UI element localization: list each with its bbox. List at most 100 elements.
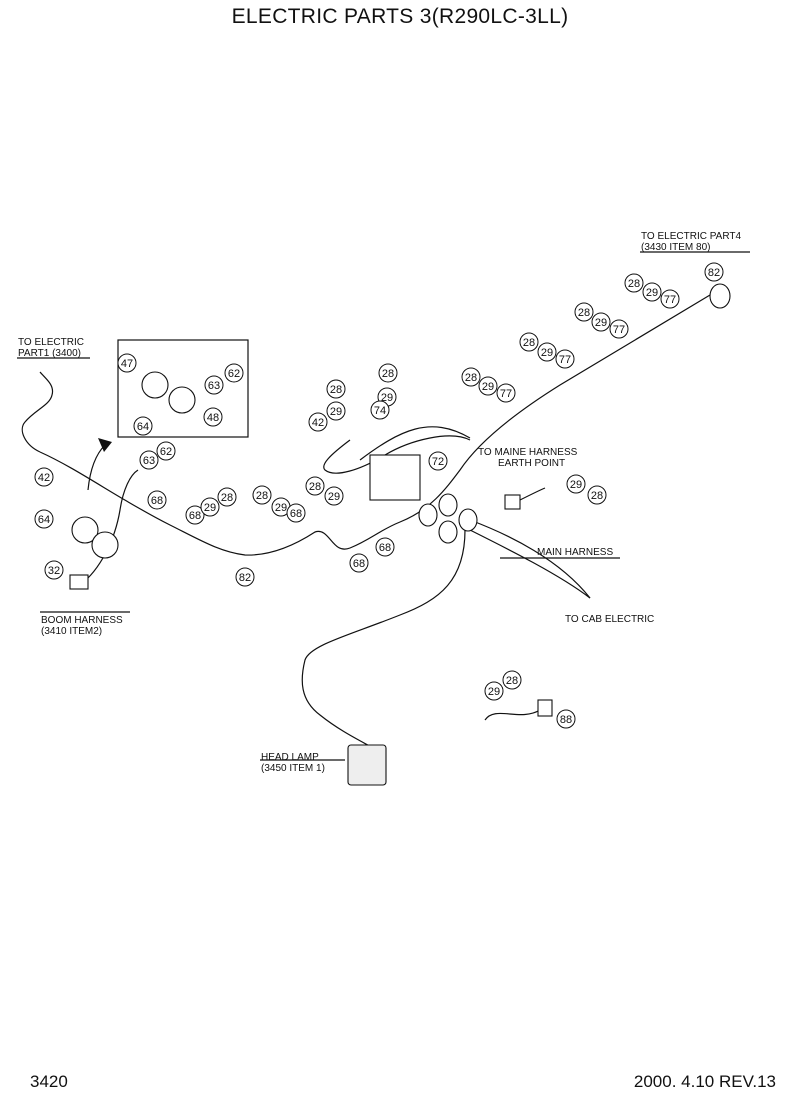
callout-circle bbox=[133, 416, 153, 436]
callout-c28e: 28 bbox=[378, 363, 398, 383]
callout-circle bbox=[217, 487, 237, 507]
callout-label: 28 bbox=[628, 278, 640, 290]
note-part4-l2: (3430 ITEM 80) bbox=[641, 242, 710, 253]
callout-label: 62 bbox=[228, 368, 240, 380]
connector-main-a bbox=[438, 493, 458, 517]
callout-label: 77 bbox=[500, 388, 512, 400]
callout-label: 29 bbox=[204, 502, 216, 514]
bracket-72 bbox=[369, 454, 421, 501]
callout-label: 29 bbox=[482, 381, 494, 393]
callout-circle bbox=[324, 486, 344, 506]
connector-main-b bbox=[458, 508, 478, 532]
callout-c29d: 29 bbox=[478, 376, 498, 396]
note-cab: TO CAB ELECTRIC bbox=[565, 614, 654, 625]
callout-c29g: 29 bbox=[566, 474, 586, 494]
callout-label: 82 bbox=[239, 572, 251, 584]
note-part4-l1: TO ELECTRIC PART4 bbox=[641, 231, 741, 242]
callout-circle bbox=[502, 670, 522, 690]
callout-label: 64 bbox=[137, 421, 149, 433]
callout-c42b: 42 bbox=[34, 467, 54, 487]
callout-c29k: 29 bbox=[484, 681, 504, 701]
callout-label: 63 bbox=[143, 455, 155, 467]
callout-circle bbox=[375, 537, 395, 557]
note-head-lamp-l2: (3450 ITEM 1) bbox=[261, 763, 325, 774]
callout-c64a: 64 bbox=[133, 416, 153, 436]
callout-circle bbox=[591, 312, 611, 332]
callout-c28g: 28 bbox=[587, 485, 607, 505]
callout-circle bbox=[235, 567, 255, 587]
callout-circle bbox=[147, 490, 167, 510]
callout-circle bbox=[496, 383, 516, 403]
callout-c28j: 28 bbox=[305, 476, 325, 496]
cab-harness-wire-2 bbox=[469, 519, 591, 599]
callout-c48: 48 bbox=[203, 407, 223, 427]
callout-label: 28 bbox=[382, 368, 394, 380]
callout-circle bbox=[587, 485, 607, 505]
callout-c68d: 68 bbox=[349, 553, 369, 573]
head-lamp bbox=[347, 744, 387, 786]
horn-inset-b bbox=[168, 386, 196, 414]
connector-88 bbox=[537, 699, 553, 717]
note-maine-l1: TO MAINE HARNESS bbox=[478, 447, 578, 458]
main-harness-wire bbox=[39, 294, 711, 556]
callout-circle bbox=[660, 289, 680, 309]
callout-c62a: 62 bbox=[224, 363, 244, 383]
callout-label: 29 bbox=[646, 287, 658, 299]
callout-circle bbox=[252, 485, 272, 505]
callout-label: 28 bbox=[523, 337, 535, 349]
callout-circle bbox=[519, 332, 539, 352]
callout-circle bbox=[204, 375, 224, 395]
callout-circle bbox=[34, 467, 54, 487]
note-head-lamp-l1: HEAD LAMP bbox=[261, 752, 319, 763]
callout-label: 47 bbox=[121, 358, 133, 370]
connector-main-c bbox=[418, 503, 438, 527]
callout-label: 68 bbox=[189, 510, 201, 522]
callout-label: 68 bbox=[290, 508, 302, 520]
callout-label: 68 bbox=[353, 558, 365, 570]
callout-circle bbox=[624, 273, 644, 293]
callout-c28d: 28 bbox=[461, 367, 481, 387]
callout-c88: 88 bbox=[556, 709, 576, 729]
note-main-harness: MAIN HARNESS bbox=[537, 547, 613, 558]
callout-circle bbox=[305, 476, 325, 496]
diagram-title: ELECTRIC PARTS 3(R290LC-3LL) bbox=[231, 5, 569, 28]
boom-harness-wire bbox=[79, 469, 139, 586]
callout-label: 28 bbox=[578, 307, 590, 319]
callout-label: 29 bbox=[275, 502, 287, 514]
callout-circle bbox=[609, 319, 629, 339]
callout-label: 28 bbox=[221, 492, 233, 504]
callout-c68b: 68 bbox=[185, 505, 205, 525]
callout-c77b: 77 bbox=[609, 319, 629, 339]
callout-c29i: 29 bbox=[271, 497, 291, 517]
connector-main-d bbox=[438, 520, 458, 544]
callout-circle bbox=[704, 262, 724, 282]
callout-label: 77 bbox=[664, 294, 676, 306]
earth-connector bbox=[504, 494, 521, 510]
callout-circle bbox=[555, 349, 575, 369]
callout-label: 28 bbox=[506, 675, 518, 687]
callout-c29a: 29 bbox=[642, 282, 662, 302]
callout-circle bbox=[461, 367, 481, 387]
horn-main-a bbox=[71, 516, 99, 544]
callout-c63a: 63 bbox=[204, 375, 224, 395]
callout-c28b: 28 bbox=[574, 302, 594, 322]
note-maine-l2: EARTH POINT bbox=[498, 458, 565, 469]
callout-label: 42 bbox=[38, 472, 50, 484]
harness-lines bbox=[17, 251, 750, 761]
callout-c77a: 77 bbox=[660, 289, 680, 309]
connector-32 bbox=[69, 574, 89, 590]
callout-c28a: 28 bbox=[624, 273, 644, 293]
callout-circle bbox=[478, 376, 498, 396]
callout-c68c: 68 bbox=[286, 503, 306, 523]
callout-label: 48 bbox=[207, 412, 219, 424]
callout-circle bbox=[349, 553, 369, 573]
callout-label: 74 bbox=[374, 405, 386, 417]
callout-label: 77 bbox=[559, 354, 571, 366]
callout-c29j: 29 bbox=[324, 486, 344, 506]
callout-c68e: 68 bbox=[375, 537, 395, 557]
callout-c29c: 29 bbox=[537, 342, 557, 362]
callout-circle bbox=[556, 709, 576, 729]
callout-label: 29 bbox=[541, 347, 553, 359]
horn-inset-a bbox=[141, 371, 169, 399]
callout-circle bbox=[484, 681, 504, 701]
